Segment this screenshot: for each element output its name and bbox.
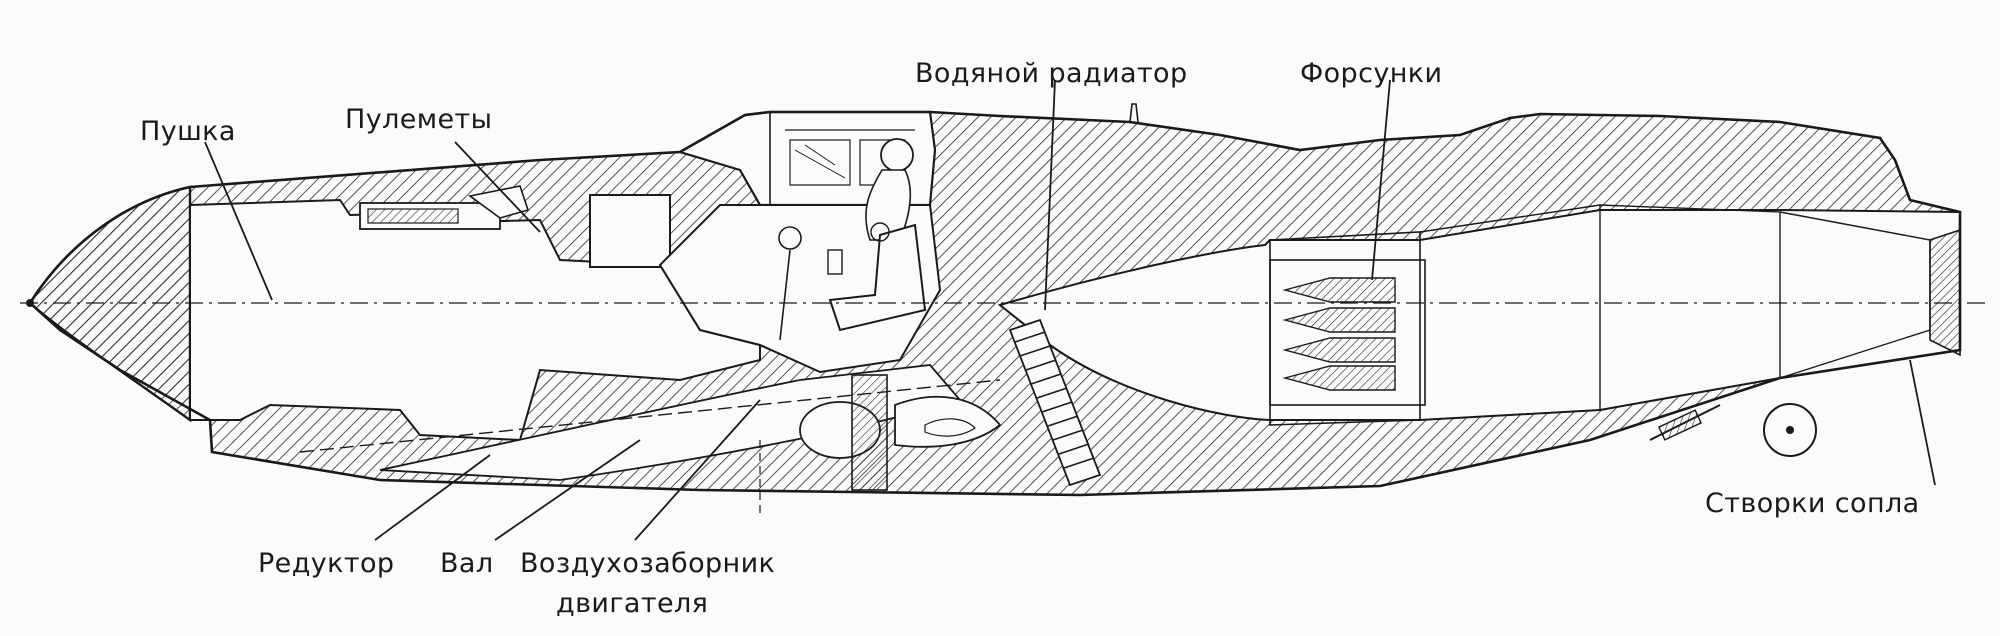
label-stvorki: Створки сопла: [1705, 488, 1920, 519]
engine-air-intake: [379, 364, 962, 481]
label-reduktor: Редуктор: [258, 548, 394, 579]
label-pushka: Пушка: [140, 116, 236, 147]
leader-lines: [204, 79, 1936, 541]
fuel-injectors: [1269, 259, 1426, 406]
label-pulemety: Пулеметы: [345, 104, 492, 135]
leader-forsunki: [1371, 79, 1391, 281]
label-val: Вал: [440, 548, 494, 579]
labels: Пушка Пулеметы Водяной радиатор Форсунки…: [140, 58, 1920, 619]
leader-pushka: [204, 141, 273, 301]
leader-reduktor: [374, 454, 491, 541]
pilot-head: [880, 138, 914, 172]
water-radiator: [1008, 318, 1102, 487]
leader-radiator: [1044, 79, 1056, 311]
leader-stvorki: [1909, 359, 1936, 486]
drive-shaft: [299, 379, 1001, 453]
label-vozdukh-line2: двигателя: [556, 588, 708, 619]
tail-wheel: [1649, 403, 1817, 457]
label-forsunki: Форсунки: [1300, 58, 1442, 89]
label-radiator: Водяной радиатор: [915, 58, 1187, 89]
leader-val: [494, 439, 641, 541]
leader-pulemety: [454, 141, 541, 233]
pilot-seat: [828, 223, 927, 332]
leader-vozdukh: [634, 399, 761, 541]
cockpit: [658, 204, 942, 374]
label-vozdukh-line1: Воздухозаборник: [520, 548, 775, 579]
nozzle-flaps: [1929, 228, 1961, 357]
fuselage: [20, 103, 1985, 515]
